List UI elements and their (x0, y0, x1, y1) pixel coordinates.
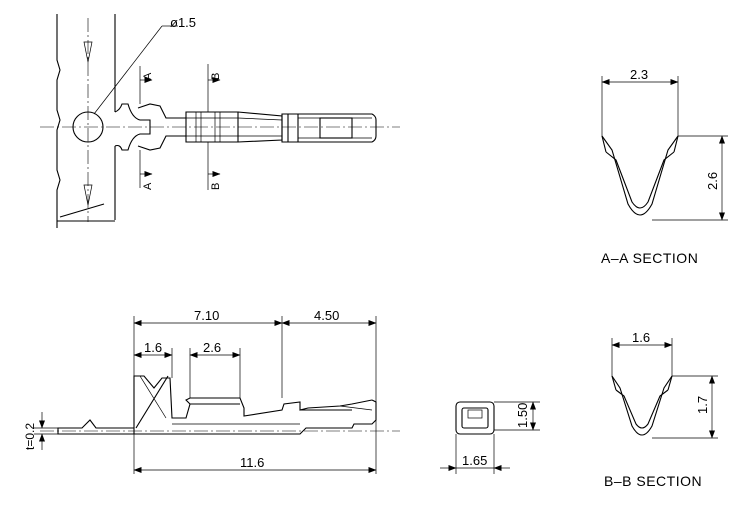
section-a-tip-left (601, 135, 607, 153)
carrier-strip-bottom-edge-2 (59, 203, 105, 218)
insulation-crimp-bottom (137, 135, 186, 151)
end-view-inner (461, 407, 489, 429)
contact-box (281, 113, 377, 143)
dim-thickness-label: t=0.2 (23, 422, 37, 450)
section-b-profile-outer (611, 375, 673, 436)
side-insulation-diagonal (135, 375, 169, 429)
contact-window (319, 117, 353, 139)
section-b-height-label: 1.7 (695, 395, 710, 414)
section-a-view (601, 76, 728, 221)
dim-wire-crimp-label: 2.6 (203, 340, 222, 355)
section-b-tip-right (667, 375, 673, 391)
section-b-view (611, 338, 718, 439)
side-insulation-diagonal-2 (139, 375, 167, 419)
end-view-height-label: 1.50 (515, 402, 530, 428)
section-b-mark-bottom: B (210, 182, 222, 190)
section-a-profile-outer (601, 135, 679, 216)
section-a-title: A–A SECTION (601, 250, 699, 266)
side-body-bottom (134, 399, 377, 435)
section-b-width-label: 1.6 (632, 330, 651, 345)
insulation-crimp-top (137, 103, 186, 119)
taper-inner-top (237, 117, 283, 121)
end-view-width-label: 1.65 (462, 453, 488, 468)
section-a-mark-bottom: A (142, 182, 154, 190)
side-view (34, 316, 400, 474)
dim-length-rear-label: 4.50 (314, 308, 340, 323)
section-a-width-label: 2.3 (630, 67, 649, 82)
section-b-profile-inner (615, 389, 669, 429)
end-view-outer (455, 401, 495, 435)
section-a-height-label: 2.6 (705, 171, 720, 190)
section-b-title: B–B SECTION (604, 473, 703, 489)
side-contact-wall-2 (339, 405, 373, 411)
section-b-tip-left (611, 375, 617, 391)
side-base-strip (57, 419, 135, 435)
carrier-strip-left-edge (56, 14, 61, 228)
hole-diameter-label: ø1.5 (170, 15, 197, 30)
section-a-profile-inner (605, 151, 675, 209)
hole-leader-line (93, 25, 163, 115)
section-a-mark-top: A (142, 72, 154, 80)
dim-length-front-label: 7.10 (194, 308, 220, 323)
top-view (40, 14, 400, 228)
section-a-tip-right (673, 135, 679, 153)
end-view-window (467, 409, 483, 419)
section-b-mark-top: B (210, 72, 222, 80)
dim-total-length-label: 11.6 (240, 455, 265, 470)
dim-insulation-crimp-label: 1.6 (144, 340, 163, 355)
side-insulation-barrel (133, 375, 373, 428)
end-view (440, 401, 540, 474)
